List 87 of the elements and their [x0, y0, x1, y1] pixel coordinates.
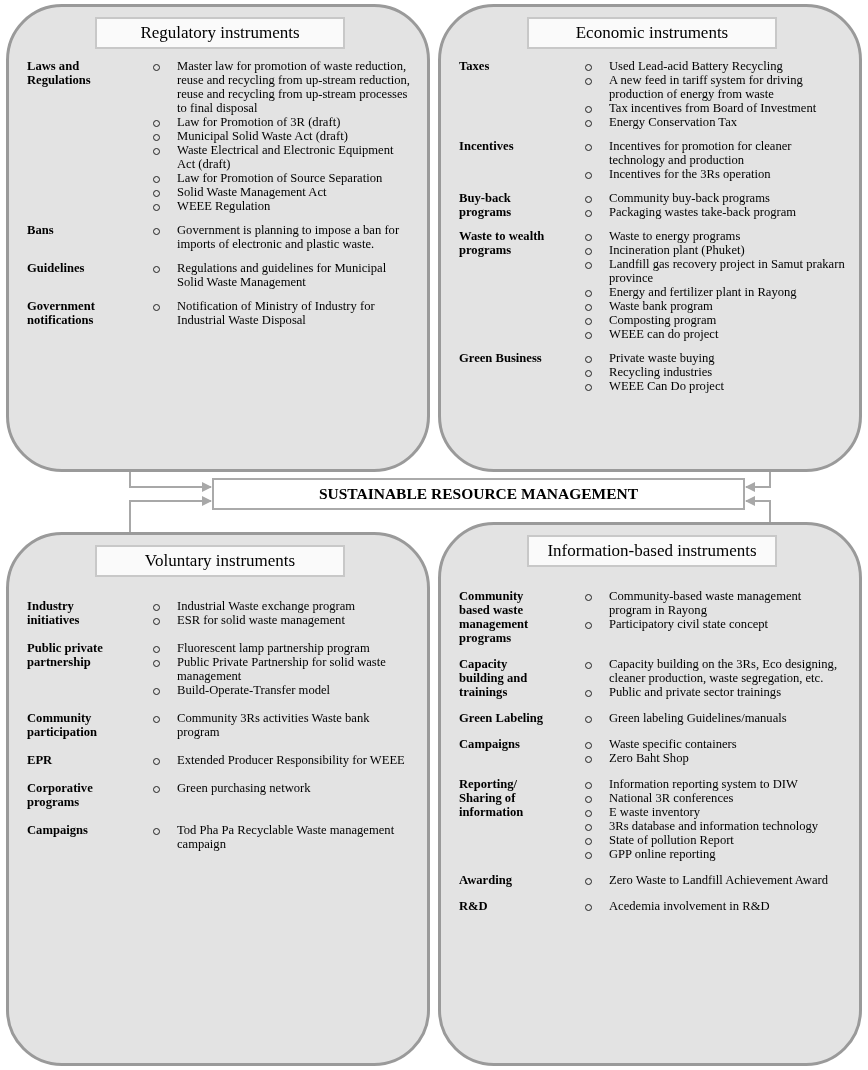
bullet-item: Waste to energy programs	[609, 229, 741, 243]
category-label: Awarding	[459, 873, 513, 887]
bullet-item: Landfill gas recovery project in Samut prakarn province	[609, 257, 845, 285]
bullet-item: Zero Waste to Landfill Achievement Award	[609, 873, 828, 887]
connector-arrow	[129, 496, 212, 533]
rounded-panel	[438, 522, 862, 1066]
category-label: Taxes	[459, 59, 491, 75]
bullet-item: Notification of Ministry of Industry for Industrial Waste Disposal	[177, 299, 375, 327]
bullet-item: WEEE Can Do project	[609, 379, 725, 393]
category-label: Incentives	[459, 139, 515, 155]
category-label: Guidelines	[27, 261, 86, 277]
category-label: R&D	[459, 899, 489, 913]
bullet-item: Community buy-back programs	[609, 191, 770, 205]
bullet-item: GPP online reporting	[609, 847, 716, 861]
bullet-item: Master law for promotion of waste reduction, reuse and recycling from up-stream reduction, reuse and recycling from up-stream processes to final disposal	[177, 59, 410, 115]
bullet-item: Recycling industries	[609, 365, 713, 379]
category-label: Green Labeling	[459, 711, 545, 725]
bullet-item: National 3R conferences	[609, 791, 734, 805]
bullet-item: Capacity building on the 3Rs, Eco designing, cleaner production, waste segregation, etc.	[609, 657, 838, 685]
bullet-item: Incentives for promotion for cleaner technology and production	[609, 139, 792, 167]
category-label: EPR	[27, 753, 54, 767]
bullet-item: Government is planning to impose a ban for imports of electronic and plastic waste.	[177, 223, 400, 251]
category-label: Capacity building and trainings	[459, 657, 529, 699]
category-label: Industry initiatives	[27, 599, 81, 627]
category-label: Green Business	[459, 351, 543, 367]
bullet-item: Green purchasing network	[177, 781, 311, 795]
bullet-item: WEEE can do project	[609, 327, 719, 341]
bullet-item: Waste specific containers	[609, 737, 737, 751]
bullet-item: Extended Producer Responsibility for WEEE	[177, 753, 405, 767]
connector-arrow	[745, 471, 771, 492]
bullet-item: Waste Electrical and Electronic Equipment Act (draft)	[177, 143, 394, 171]
bullet-item: Law for Promotion of Source Separation	[177, 171, 383, 185]
category-label: Laws and Regulations	[27, 59, 92, 89]
category-label: Campaigns	[27, 823, 89, 839]
heading-box: Economic instruments	[527, 17, 777, 49]
heading-box: Voluntary instruments	[95, 545, 345, 577]
bullet-item: Used Lead-acid Battery Recycling	[609, 59, 783, 73]
connector-arrow	[745, 496, 771, 523]
bullet-item: Law for Promotion of 3R (draft)	[177, 115, 341, 129]
bullet-item: Fluorescent lamp partnership program	[177, 641, 370, 655]
bullet-item: Community 3Rs activities Waste bank program	[177, 711, 370, 739]
heading-box: Regulatory instruments	[95, 17, 345, 49]
bullet-item: Solid Waste Management Act	[177, 185, 327, 199]
rounded-panel	[438, 4, 862, 472]
bullet-item: Energy Conservation Tax	[609, 115, 738, 129]
bullet-item: ESR for solid waste management	[177, 613, 345, 627]
rounded-panel	[6, 4, 430, 472]
bullet-item: WEEE Regulation	[177, 199, 271, 213]
bullet-item: Information reporting system to DIW	[609, 777, 798, 791]
bullet-item: Build-Operate-Transfer model	[177, 683, 331, 697]
rounded-panel	[6, 532, 430, 1066]
bullet-item: Public and private sector trainings	[609, 685, 782, 699]
category-label: Waste to wealth programs	[459, 229, 546, 259]
bullet-item: Energy and fertilizer plant in Rayong	[609, 285, 797, 299]
category-label: Reporting/ Sharing of information	[459, 777, 525, 821]
title-box: SUSTAINABLE RESOURCE MANAGEMENT	[212, 478, 745, 510]
bullet-item: Community-based waste management program in Rayong	[609, 589, 802, 617]
bullet-item: E waste inventory	[609, 805, 700, 819]
bullet-item: Green labeling Guidelines/manuals	[609, 711, 787, 725]
bullet-item: Public Private Partnership for solid waste management	[177, 655, 386, 683]
category-label: Government notifications	[27, 299, 96, 327]
bullet-item: Tax incentives from Board of Investment	[609, 101, 817, 115]
bullet-item: Acedemia involvement in R&D	[609, 899, 770, 913]
connector-arrow	[129, 471, 212, 492]
category-label: Public private partnership	[27, 641, 104, 671]
bullet-item: Incentives for the 3Rs operation	[609, 167, 771, 181]
category-label: Corporative programs	[27, 781, 94, 809]
category-label: Community participation	[27, 711, 98, 739]
bullet-item: Municipal Solid Waste Act (draft)	[177, 129, 348, 143]
category-label: Campaigns	[459, 737, 521, 753]
category-label: Buy-back programs	[459, 191, 513, 219]
bullet-item: Participatory civil state concept	[609, 617, 769, 631]
category-label: Community based waste management programs	[459, 589, 530, 645]
bullet-item: Industrial Waste exchange program	[177, 599, 356, 613]
bullet-item: Packaging wastes take-back program	[609, 205, 797, 219]
bullet-item: Private waste buying	[609, 351, 715, 365]
bullet-item: Incineration plant (Phuket)	[609, 243, 745, 257]
heading-box: Information-based instruments	[527, 535, 777, 567]
category-label: Bans	[27, 223, 55, 239]
bullet-item: Zero Baht Shop	[609, 751, 689, 765]
bullet-item: A new feed in tariff system for driving production of energy from waste	[609, 73, 803, 101]
bullet-item: Composting program	[609, 313, 717, 327]
bullet-item: Regulations and guidelines for Municipal Solid Waste Management	[177, 261, 387, 289]
bullet-item: 3Rs database and information technology	[609, 819, 819, 833]
bullet-item: Waste bank program	[609, 299, 713, 313]
bullet-item: State of pollution Report	[609, 833, 734, 847]
bullet-item: Tod Pha Pa Recyclable Waste management campaign	[177, 823, 395, 851]
